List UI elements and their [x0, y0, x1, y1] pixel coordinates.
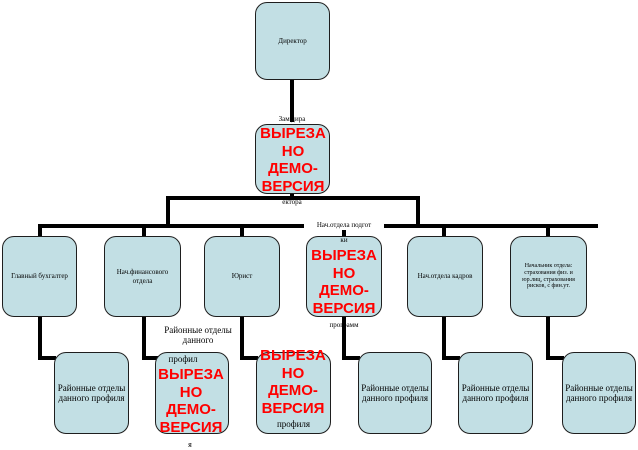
regional-box-lawyer: профиля	[256, 352, 331, 434]
regional-box-hr: Районные отделы данного профиля	[458, 352, 533, 434]
training-dept-label-top2: ки	[340, 236, 348, 244]
demo-watermark-line: ВЫРЕЗА	[311, 247, 377, 264]
regional-label-finance-top2: профил	[168, 354, 198, 364]
finance-department-label: Нач.финансового отдела	[116, 268, 169, 285]
regional-box-finance	[155, 352, 229, 434]
demo-watermark-lawyer: ВЫРЕЗА НО ДЕМО- ВЕРСИЯ	[250, 347, 336, 418]
demo-watermark-line: НО	[281, 364, 305, 382]
demo-watermark-line: ДЕМО-	[166, 401, 216, 419]
training-department-box	[306, 236, 382, 317]
regional-box-accountant: Районные отделы данного профиля	[54, 352, 129, 434]
deputy-director-box	[255, 124, 330, 194]
demo-watermark-line: НО	[332, 264, 356, 282]
training-dept-label-bottom: программ	[329, 321, 359, 329]
regional-box-insurance: Районные отделы данного профиля	[562, 352, 636, 434]
deputy-label-top: Зам.дира	[278, 115, 306, 123]
demo-watermark-line: ВЫРЕЗА	[260, 125, 326, 142]
demo-watermark-line: ВЫРЕЗА	[158, 366, 224, 383]
regional-label-lawyer: профиля	[276, 419, 311, 429]
demo-watermark-line: ДЕМО-	[268, 382, 318, 400]
finance-department-box: Нач.финансового отдела	[104, 236, 181, 317]
training-dept-label-top: Нач.отдела подгот	[304, 221, 384, 230]
regional-label-insurance: Районные отделы данного профиля	[565, 382, 633, 403]
director-box: Директор	[255, 2, 330, 80]
regional-label-finance-bottom: я	[188, 440, 192, 449]
demo-watermark-line: НО	[281, 142, 305, 160]
demo-watermark-line: ДЕМО-	[268, 160, 318, 178]
insurance-department-label: Начальник отдела: страхования физ. и юр.…	[522, 262, 575, 290]
demo-watermark-training: ВЫРЕЗА НО ДЕМО- ВЕРСИЯ	[301, 247, 387, 318]
demo-watermark-deputy: ВЫРЕЗА НО ДЕМО- ВЕРСИЯ	[250, 125, 336, 196]
insurance-department-box: Начальник отдела: страхования физ. и юр.…	[510, 236, 587, 317]
chief-accountant-label: Главный бухгалтер	[11, 272, 68, 281]
regional-label-accountant: Районные отделы данного профиля	[57, 382, 126, 403]
lawyer-box: Юрист	[204, 236, 280, 317]
lawyer-label: Юрист	[231, 272, 253, 281]
hr-department-box: Нач.отдела кадров	[407, 236, 483, 317]
chief-accountant-box: Главный бухгалтер	[2, 236, 77, 317]
regional-label-training: Районные отделы данного профиля	[361, 382, 429, 403]
regional-label-finance-top: Районные отделы данного	[164, 325, 232, 345]
demo-watermark-line: ВЫРЕЗА	[260, 347, 326, 364]
demo-watermark-line: НО	[179, 383, 203, 401]
demo-watermark-line: ВЕРСИЯ	[261, 178, 325, 196]
deputy-label-bottom: ектора	[282, 198, 302, 206]
director-label: Директор	[278, 36, 307, 45]
demo-watermark-line: ВЕРСИЯ	[261, 400, 325, 418]
demo-watermark-line: ВЕРСИЯ	[312, 300, 376, 318]
demo-watermark-finance: ВЫРЕЗА НО ДЕМО- ВЕРСИЯ	[148, 366, 234, 437]
hr-department-label: Нач.отдела кадров	[417, 272, 473, 281]
regional-label-hr: Районные отделы данного профиля	[461, 382, 530, 403]
regional-box-training: Районные отделы данного профиля	[358, 352, 432, 434]
demo-watermark-line: ДЕМО-	[319, 282, 369, 300]
demo-watermark-line: ВЕРСИЯ	[159, 419, 223, 437]
